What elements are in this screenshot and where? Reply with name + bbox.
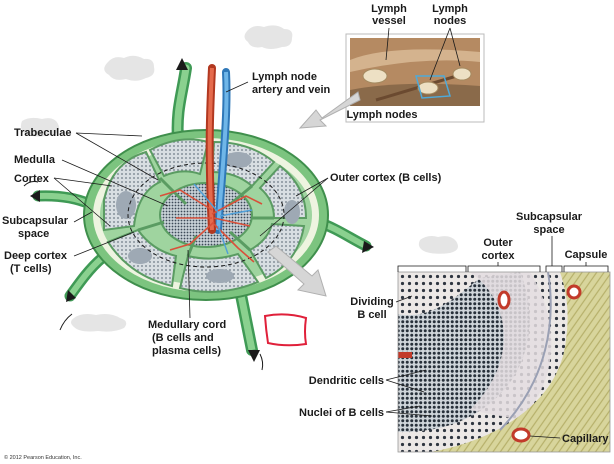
inset-node-1 — [362, 68, 388, 84]
arrow-up-icon — [176, 58, 188, 70]
arrow-left-icon — [30, 190, 40, 202]
diagram-labels: Lymph node artery and vein Trabeculae Me… — [2, 71, 442, 357]
micro-capillary-label: Capillary — [562, 433, 609, 445]
micro-outer-cortex-label: Outer — [483, 237, 513, 249]
micro-dendritic-cells-label: Dendritic cells — [309, 375, 384, 387]
inset-pointer-arrow — [298, 91, 361, 129]
capillary-top — [497, 290, 511, 310]
medulla-label: Medulla — [14, 154, 56, 166]
blank-mark-bottom-left — [71, 314, 127, 332]
artery-vein-label: Lymph node — [252, 71, 317, 83]
subcapsular-space-label: Subcapsular — [2, 215, 69, 227]
arrow-right-icon — [362, 241, 374, 253]
arrow-down-left-icon — [66, 290, 76, 302]
micro-dividing-b-cell-label: Dividing — [350, 296, 393, 308]
pointer-arrows — [267, 91, 361, 297]
artery-and-vein — [159, 64, 263, 263]
inset-lymph-vessel-label: Lymph — [371, 3, 407, 15]
medullary-cord-label: Medullary cord — [148, 319, 226, 331]
micro-subcapsular-label: Subcapsular — [516, 211, 583, 223]
inset-lymph-nodes-top-label: Lymph — [432, 3, 468, 15]
deep-cortex-label-2: (T cells) — [10, 263, 52, 275]
micro-capsule-label: Capsule — [565, 249, 608, 261]
flow-arrows — [23, 58, 374, 371]
blank-label-marks — [20, 25, 458, 332]
micro-dividing-b-cell-label-2: B cell — [357, 309, 386, 321]
micrograph-panel: Outer cortex Subcapsular space Capsule D… — [299, 211, 611, 453]
trabeculae-label: Trabeculae — [14, 127, 71, 139]
inset-lymph-vessel-label-2: vessel — [372, 15, 406, 27]
medullary-cord-label-3: plasma cells) — [152, 345, 221, 357]
cortex-label: Cortex — [14, 173, 50, 185]
artery-vein-label-2: artery and vein — [252, 84, 331, 96]
inset-node-3 — [452, 67, 472, 81]
micro-nuclei-b-cells-label: Nuclei of B cells — [299, 407, 384, 419]
outer-cortex-label: Outer cortex (B cells) — [330, 172, 442, 184]
capillary-bottom — [511, 427, 531, 443]
capsule-fibers — [430, 272, 610, 452]
micro-subcapsular-label-2: space — [533, 224, 564, 236]
arrow-down-icon — [248, 350, 260, 362]
blank-mark-inset — [418, 236, 458, 254]
blank-mark-top-left — [104, 55, 155, 81]
red-annotation-box — [263, 313, 308, 347]
copyright-text: © 2012 Pearson Education, Inc. — [4, 454, 82, 461]
photo-inset: Lymph vessel Lymph nodes Lymph nodes — [345, 3, 485, 123]
medullary-cord-label-2: (B cells and — [152, 332, 214, 344]
micro-outer-cortex-label-2: cortex — [481, 250, 515, 262]
capillary-capsule — [566, 284, 582, 300]
cortex-lobe-top — [148, 138, 210, 178]
deep-cortex-label: Deep cortex — [4, 250, 68, 262]
blank-mark-top-center — [244, 25, 293, 49]
blank-mark-left-mid — [20, 117, 60, 137]
micro-pointer-arrow — [267, 245, 327, 297]
inset-lymph-nodes-caption: Lymph nodes — [346, 109, 417, 121]
subcapsular-space-label-2: space — [18, 228, 49, 240]
inset-lymph-nodes-top-label-2: nodes — [434, 15, 466, 27]
inset-node-2 — [417, 81, 439, 95]
